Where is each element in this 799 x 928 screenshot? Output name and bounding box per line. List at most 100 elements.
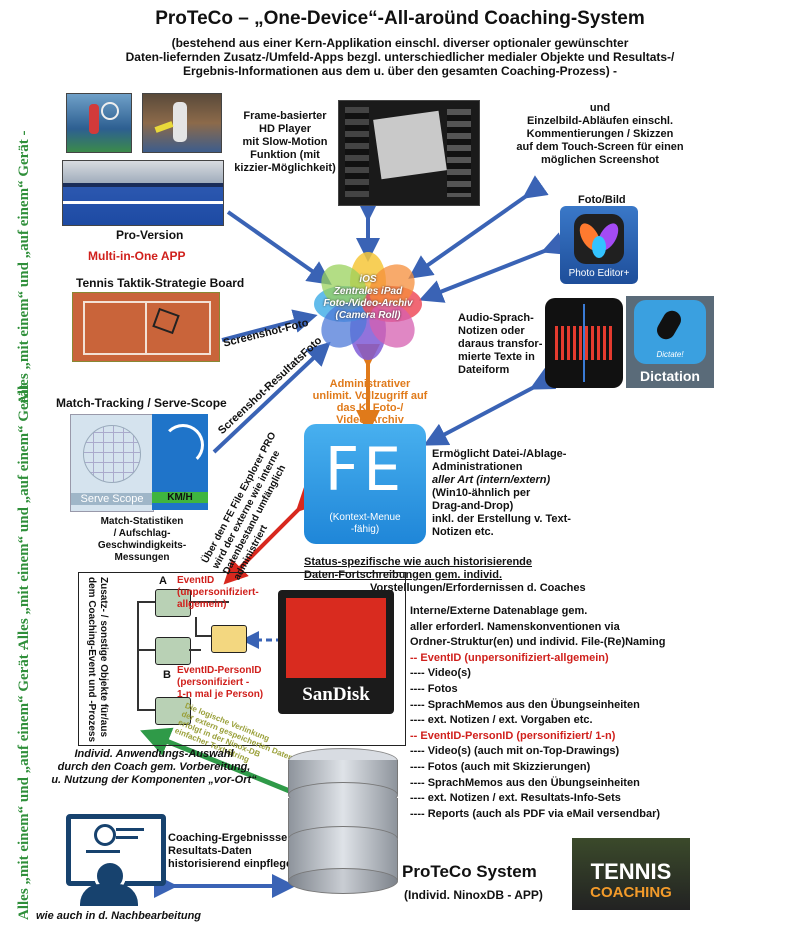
audio-line: Dateiform — [458, 364, 510, 376]
tennis-photo-1 — [66, 93, 132, 153]
storage-line: ---- SprachMemos aus den Übungseinheiten — [410, 776, 640, 789]
fe-logo: FE — [324, 435, 406, 505]
coach-screen-icon — [64, 810, 166, 906]
individ-line: Individ. Anwendungs-Auswahl — [74, 748, 234, 760]
speed-radar-icon: KM/H — [152, 414, 208, 510]
voice-memo-icon — [545, 298, 623, 388]
frame-player-text: Frame-basierter HD Player mit Slow-Motio… — [226, 110, 344, 175]
fe-explorer-icon: FE (Kontext-Menue -fähig) — [304, 424, 426, 544]
letter-a: A — [159, 575, 167, 587]
fe-desc-line: Ermöglicht Datei-/Ablage- — [432, 448, 567, 460]
match-tracking-label: Match-Tracking / Serve-Scope — [56, 396, 227, 410]
sandisk-card: SanDisk — [278, 590, 394, 714]
event-b-line: EventID-PersonID — [177, 665, 262, 676]
dictation-label: Dictation — [640, 368, 700, 384]
match-stats-line: Match-Statistiken — [100, 516, 184, 527]
ipad-line: Foto-/Video-Archiv — [323, 298, 413, 309]
page-title: ProTeCo – „One-Device“-All-aroünd Coachi… — [155, 8, 645, 29]
audio-text: Audio-Sprach- Notizen oder daraus transf… — [458, 312, 548, 377]
match-stats-line: Geschwindigkeits- — [97, 540, 187, 551]
event-b-line: (personifiziert - — [177, 677, 250, 688]
subtitle: (bestehend aus einer Kern-Applikation ei… — [80, 36, 720, 78]
frame-player-line: Funktion (mit — [250, 149, 320, 161]
event-a-line: (unpersonifiziert- — [177, 587, 259, 598]
ipad-line: Zentrales iPad — [333, 286, 403, 297]
storage-line: ---- Video(s) — [410, 667, 471, 680]
serve-scope-icon: Serve Scope — [70, 414, 154, 512]
admin-line: unlimit. Vollzugriff auf — [312, 390, 428, 402]
individ-line: u. Nutzung der Komponenten „vor-Ort“ — [51, 774, 257, 786]
tactic-board-image — [72, 292, 220, 362]
audio-line: daraus transfor- — [458, 338, 543, 350]
coaching-results-text: Coaching-Ergebnissse / Resultats-Daten h… — [168, 832, 308, 871]
arrow-fe-folders — [223, 487, 321, 585]
kmh-label: KM/H — [152, 492, 208, 503]
individ-text: Individ. Anwendungs-Auswahl durch den Co… — [44, 748, 264, 787]
fe-desc-line: Drag-and-Drop) — [432, 500, 514, 512]
audio-line: Notizen oder — [458, 325, 525, 337]
storage-line: Interne/Externe Datenablage gem. — [410, 605, 588, 617]
folder-open-icon — [211, 625, 247, 653]
admin-line: das KI Foto-/ — [336, 402, 404, 414]
folder-structure-box: Zusatz- / sonstige Objekte für/aus dem C… — [78, 572, 406, 764]
film-reel-icon — [338, 100, 480, 206]
fe-desc-line: aller Art (intern/extern) — [432, 474, 551, 486]
single-frame-text: und Einzelbild-Abläufen einschl. Komment… — [500, 102, 700, 167]
status-line: Vorstellungen/Erfordernissen d. Coaches — [370, 582, 586, 594]
system-title: ProTeCo System — [402, 862, 537, 881]
folder-icon — [155, 637, 191, 665]
fe-description: Ermöglicht Datei-/Ablage- Administration… — [432, 448, 592, 539]
match-stats-line: / Aufschlag- — [113, 528, 171, 539]
pro-version-label: Pro-Version — [116, 228, 184, 242]
dictation-small-label: Dictate! — [656, 350, 684, 359]
single-frame-line: möglichen Screenshot — [541, 154, 659, 166]
fe-caption: (Kontext-Menue -fähig) — [304, 512, 426, 536]
single-frame-line: Einzelbild-Abläufen einschl. — [526, 115, 674, 127]
book-title-tennis: TENNIS — [590, 859, 672, 884]
ipad-line: (Camera Roll) — [335, 310, 401, 321]
book-title-coaching: COACHING — [590, 884, 672, 901]
storage-line: ---- Fotos (auch mit Skizzierungen) — [410, 760, 591, 773]
event-a-line: EventID — [177, 575, 215, 586]
folder-side-text: Zusatz- / sonstige Objekte für/aus dem C… — [85, 577, 109, 747]
arrow-dictation-fe — [423, 367, 557, 446]
ipad-archive-text: iOS Zentrales iPad Foto-/Video-Archiv (C… — [306, 274, 430, 322]
fe-caption-line: (Kontext-Menue — [329, 512, 401, 523]
tennis-coaching-book: TENNIS COACHING — [572, 838, 690, 910]
subtitle-line: (bestehend aus einer Kern-Applikation ei… — [171, 36, 629, 50]
coaching-results-line: Coaching-Ergebnissse / — [168, 832, 294, 844]
coaching-results-line: Resultats-Daten — [168, 845, 252, 857]
event-a-line: allgemein) — [177, 599, 227, 610]
storage-list: Interne/Externe Datenablage gem. aller e… — [410, 604, 710, 822]
storage-line: ---- Reports (auch als PDF via eMail ver… — [410, 807, 661, 820]
storage-line: -- EventID (unpersonifiziert-allgemein) — [410, 651, 609, 664]
ipad-line: iOS — [359, 274, 377, 285]
status-line: Status-spezifische wie auch historisiere… — [304, 556, 533, 568]
storage-line: ---- ext. Notizen / ext. Vorgaben etc. — [410, 714, 593, 727]
letter-b: B — [163, 669, 171, 681]
single-frame-line: auf dem Touch-Screen für einen — [516, 141, 684, 153]
serve-scope-label: Serve Scope — [71, 493, 153, 505]
tactic-board-label: Tennis Taktik-Strategie Board — [76, 276, 245, 290]
subtitle-line: Ergebnis-Informationen aus dem u. über d… — [182, 64, 618, 78]
match-stats-line: Messungen — [114, 552, 170, 563]
fe-desc-line: Notizen etc. — [432, 526, 494, 538]
single-frame-line: und — [589, 102, 611, 114]
photo-editor-icon: Photo Editor+ — [560, 206, 638, 284]
folder-icon — [155, 589, 191, 617]
folder-icon — [155, 697, 191, 725]
coaching-results-line: historisierend einpflegen — [168, 858, 299, 870]
folder-side-line: dem Coaching-Event und -Prozess — [86, 577, 97, 743]
event-b-text: EventID-PersonID (personifiziert - 1-n m… — [177, 665, 263, 701]
audio-line: Audio-Sprach- — [458, 312, 534, 324]
fe-caption-line: -fähig) — [350, 524, 380, 535]
nachbearbeitung-text: wie auch in d. Nachbearbeitung — [36, 910, 202, 922]
frame-player-line: kizzier-Möglichkeit) — [234, 162, 336, 174]
storage-line: -- EventID-PersonID (personifiziert/ 1-n… — [410, 729, 616, 742]
frame-player-line: mit Slow-Motion — [242, 136, 328, 148]
tennis-hall-photo — [62, 160, 224, 226]
foto-bild-label: Foto/Bild — [578, 194, 626, 206]
storage-line: ---- Fotos — [410, 682, 458, 695]
arrow-board-ipad — [221, 309, 318, 342]
tennis-photo-2 — [142, 93, 222, 153]
